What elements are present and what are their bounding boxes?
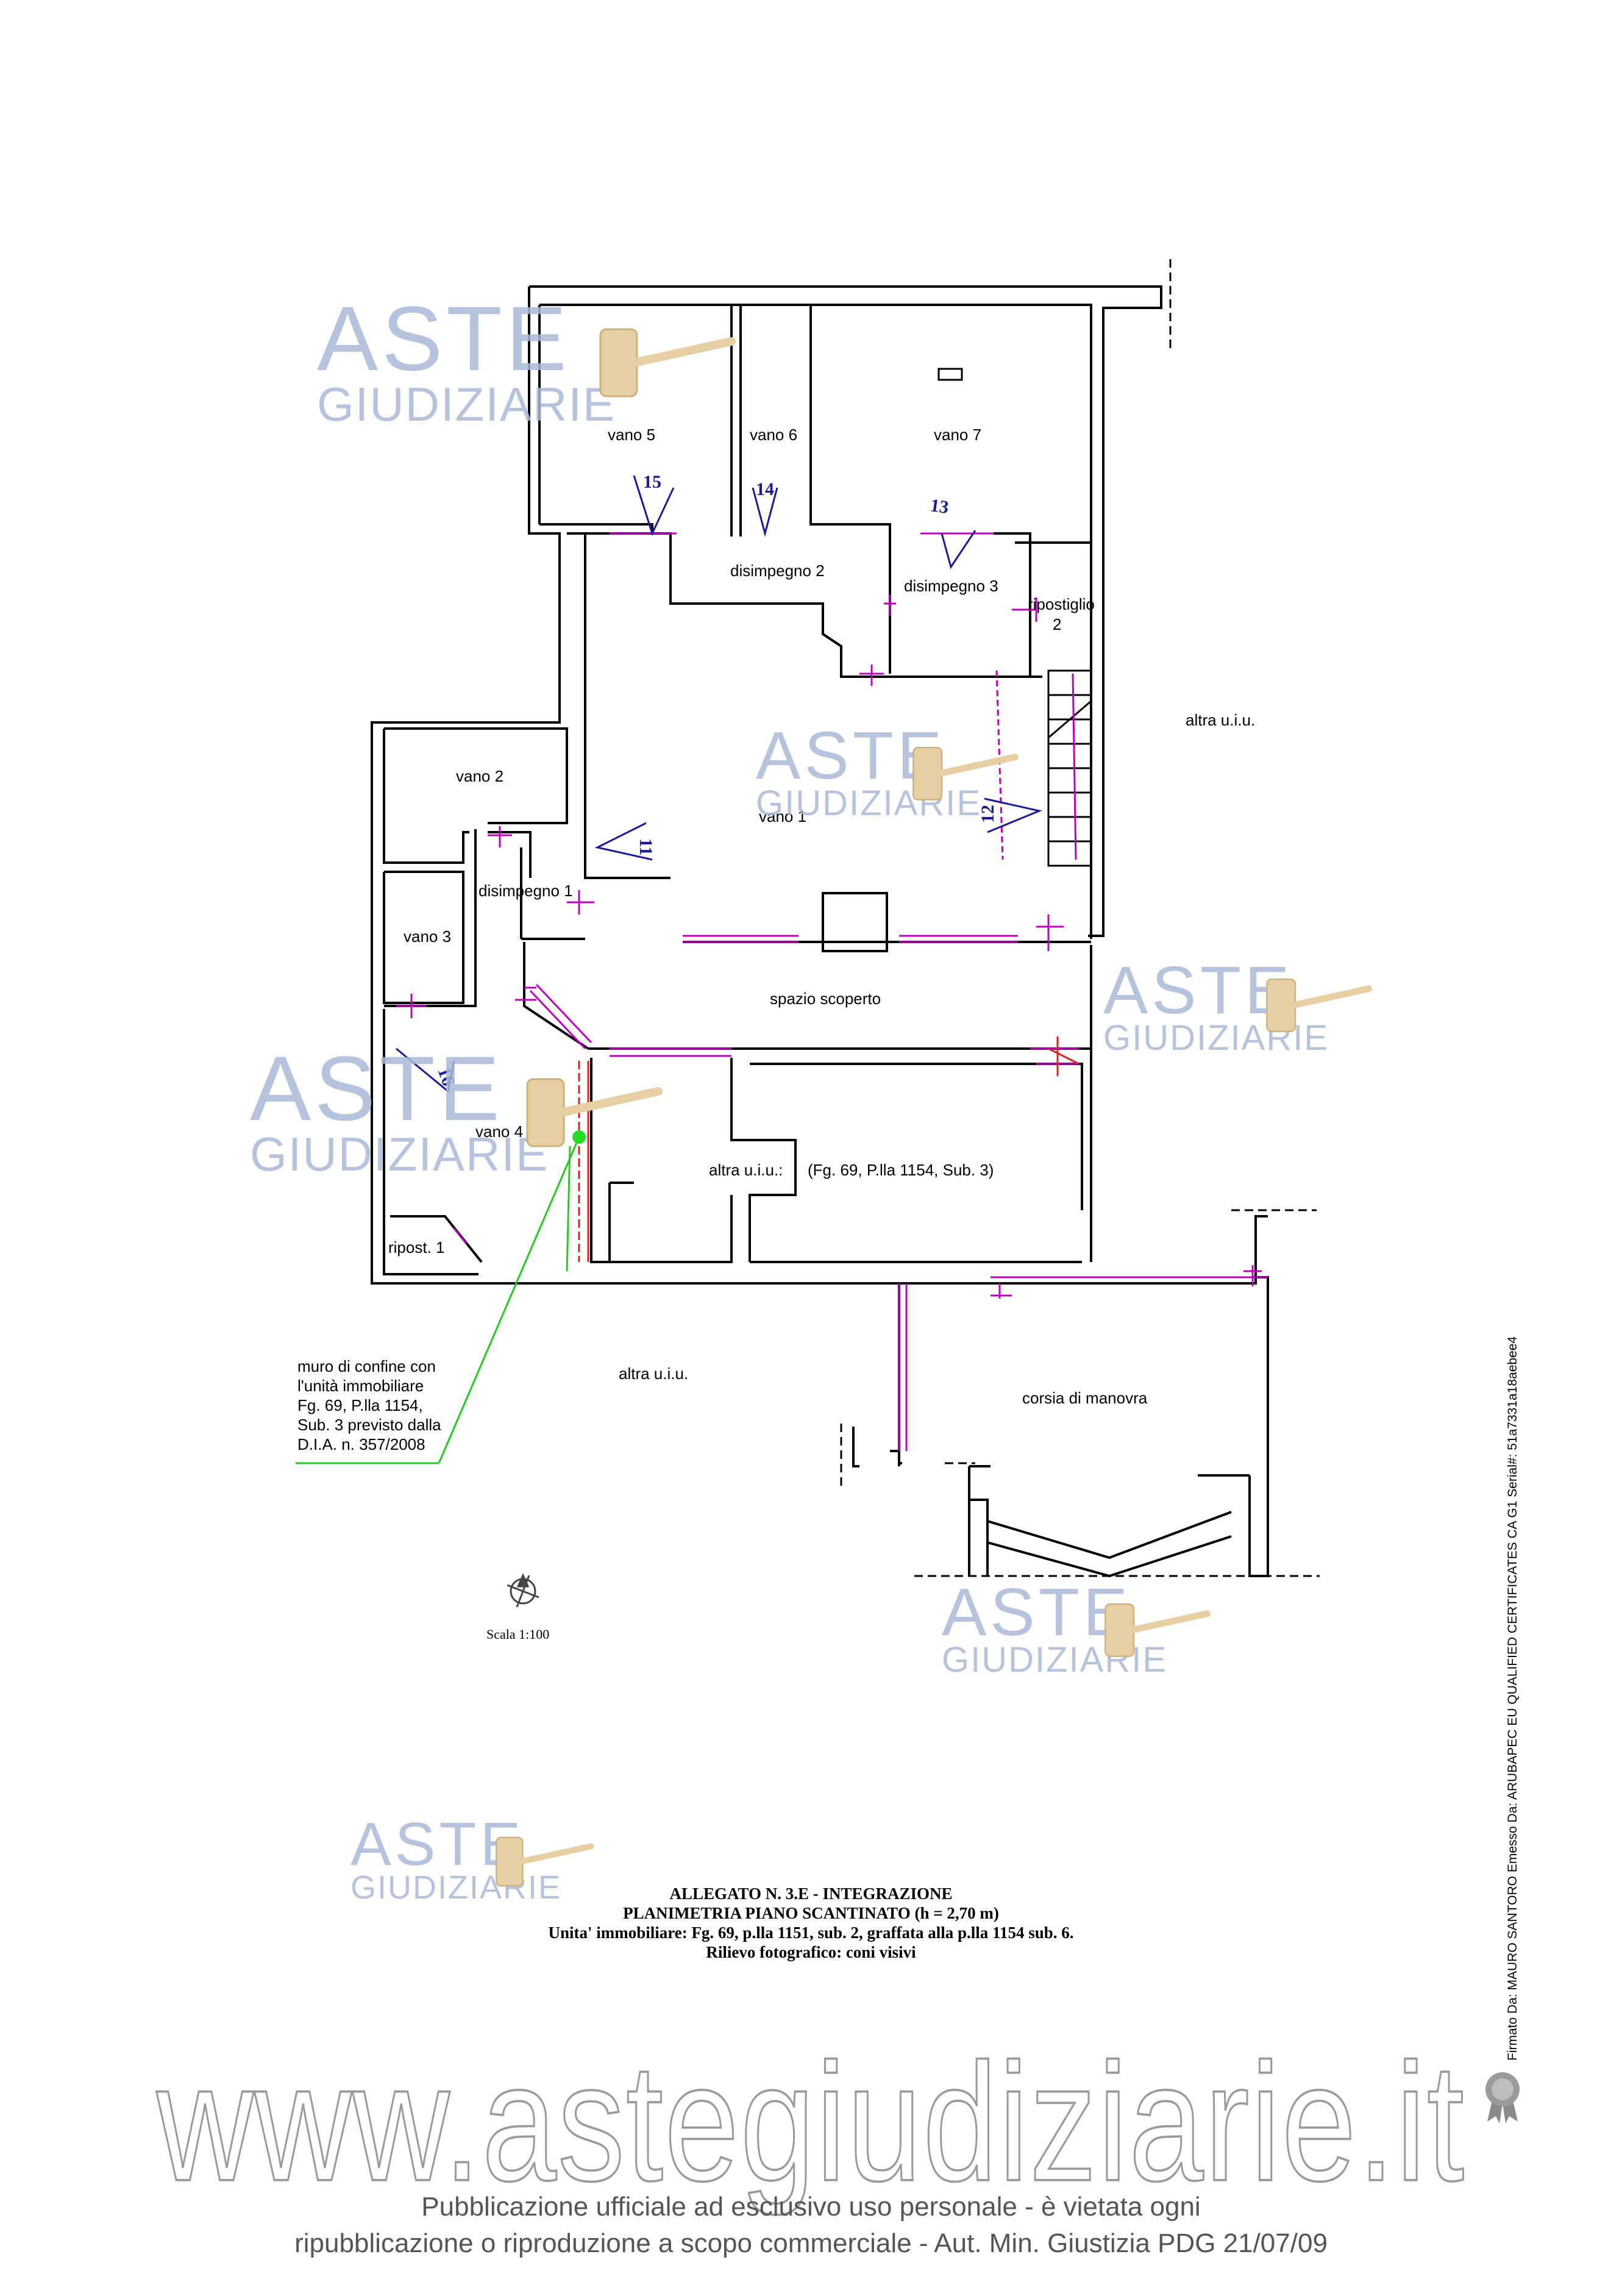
cone-12-label: 12 — [978, 805, 998, 823]
label-disimpegno-3: disimpegno 3 — [904, 577, 998, 595]
label-spazio-scoperto: spazio scoperto — [770, 989, 881, 1008]
boundary-note-line-4: Sub. 3 previsto dalla — [297, 1416, 441, 1434]
gavel-icon — [1104, 1603, 1211, 1657]
staircase — [822, 669, 1092, 952]
watermark-line-1: ASTE — [350, 1810, 525, 1878]
label-altra-uiu-inner: altra u.i.u.: — [709, 1161, 783, 1179]
compass-rose-icon — [507, 1573, 539, 1608]
label-vano-2: vano 2 — [456, 767, 503, 785]
boundary-note-line-3: Fg. 69, P.lla 1154, — [297, 1396, 423, 1414]
boundary-wall-red — [578, 1036, 1080, 1262]
watermark-aste-6: ASTE GIUDIZIARIE — [350, 1814, 561, 1904]
watermark-line-2: GIUDIZIARIE — [756, 783, 982, 823]
cone-13-label: 13 — [929, 495, 950, 518]
label-disimpegno-1: disimpegno 1 — [478, 882, 573, 900]
room-labels: vano 5 vano 6 vano 7 disimpegno 2 disimp… — [388, 426, 1255, 1407]
label-disimpegno-2: disimpegno 2 — [730, 562, 825, 580]
watermark-line-1: ASTE — [317, 287, 571, 390]
title-line-4: Rilievo fotografico: coni visivi — [706, 1943, 916, 1961]
cone-15-label: 15 — [643, 472, 661, 492]
watermark-line-2: GIUDIZIARIE — [250, 1127, 549, 1181]
label-corsia-di-manovra: corsia di manovra — [1022, 1389, 1148, 1407]
label-vano-3: vano 3 — [404, 927, 451, 946]
digital-signature: Firmato Da: MAURO SANTORO Emesso Da: ARU… — [1506, 1336, 1520, 2061]
boundary-callout — [296, 1136, 580, 1464]
cone-14-label: 14 — [756, 479, 774, 499]
label-ripost-1: ripost. 1 — [388, 1238, 445, 1257]
watermark-aste-4: ASTE GIUDIZIARIE — [250, 1043, 549, 1178]
gavel-icon — [1266, 978, 1372, 1032]
walls — [371, 285, 1269, 1578]
watermark-line-1: ASTE — [756, 718, 946, 793]
title-block: ALLEGATO N. 3.E - INTEGRAZIONE PLANIMETR… — [0, 1884, 1622, 1962]
watermark-aste-1: ASTE GIUDIZIARIE — [317, 293, 616, 428]
view-cones — [396, 475, 1042, 1093]
watermark-aste-5: ASTE GIUDIZIARIE — [942, 1579, 1167, 1678]
disclaimer: Pubblicazione ufficiale ad esclusivo uso… — [0, 2189, 1622, 2262]
certificate-seal-icon — [1485, 2072, 1520, 2123]
vano7-fixture — [937, 368, 963, 381]
disclaimer-line-1: Pubblicazione ufficiale ad esclusivo uso… — [421, 2192, 1201, 2222]
label-ripostiglio-2: ripostiglio — [1028, 595, 1095, 613]
watermark-line-1: ASTE — [942, 1575, 1132, 1650]
label-vano-5: vano 5 — [608, 426, 655, 444]
boundary-point — [572, 1130, 586, 1144]
label-ripostiglio-2-num: 2 — [1053, 615, 1061, 633]
watermark-line-1: ASTE — [1103, 953, 1293, 1028]
title-line-3: Unita' immobiliare: Fg. 69, p.lla 1151, … — [548, 1923, 1074, 1942]
boundary-note-line-1: muro di confine con — [297, 1357, 436, 1375]
label-vano-1: vano 1 — [759, 807, 806, 825]
dashed-lines — [840, 259, 1320, 1577]
label-altra-uiu-bottom: altra u.i.u. — [619, 1364, 688, 1383]
watermark-line-1: ASTE — [250, 1037, 503, 1139]
label-vano-7: vano 7 — [934, 426, 981, 444]
watermark-aste-2: ASTE GIUDIZIARIE — [756, 722, 981, 821]
label-vano-4: vano 4 — [475, 1122, 523, 1141]
gavel-icon — [496, 1836, 594, 1887]
title-line-1: ALLEGATO N. 3.E - INTEGRAZIONE — [669, 1884, 953, 1903]
site-url: www.astegiudiziarie.it — [155, 2027, 1466, 2217]
gavel-icon — [599, 328, 736, 398]
disclaimer-line-2: ripubblicazione o riproduzione a scopo c… — [294, 2228, 1328, 2258]
watermark-line-2: GIUDIZIARIE — [350, 1869, 562, 1906]
title-line-2: PLANIMETRIA PIANO SCANTINATO (h = 2,70 m… — [623, 1904, 999, 1922]
gavel-icon — [526, 1078, 663, 1147]
boundary-note-line-5: D.I.A. n. 357/2008 — [297, 1435, 425, 1453]
scale-label: Scala 1:100 — [486, 1627, 550, 1642]
label-vano-6: vano 6 — [750, 426, 797, 444]
gavel-icon — [912, 746, 1019, 800]
openings — [396, 532, 1268, 1451]
watermark-line-2: GIUDIZIARIE — [317, 377, 616, 431]
boundary-note-line-2: l'unità immobiliare — [297, 1377, 424, 1395]
label-altra-uiu-right: altra u.i.u. — [1186, 711, 1255, 729]
label-fg-sub3: (Fg. 69, P.lla 1154, Sub. 3) — [808, 1161, 994, 1179]
cone-11-label: 11 — [636, 838, 656, 855]
